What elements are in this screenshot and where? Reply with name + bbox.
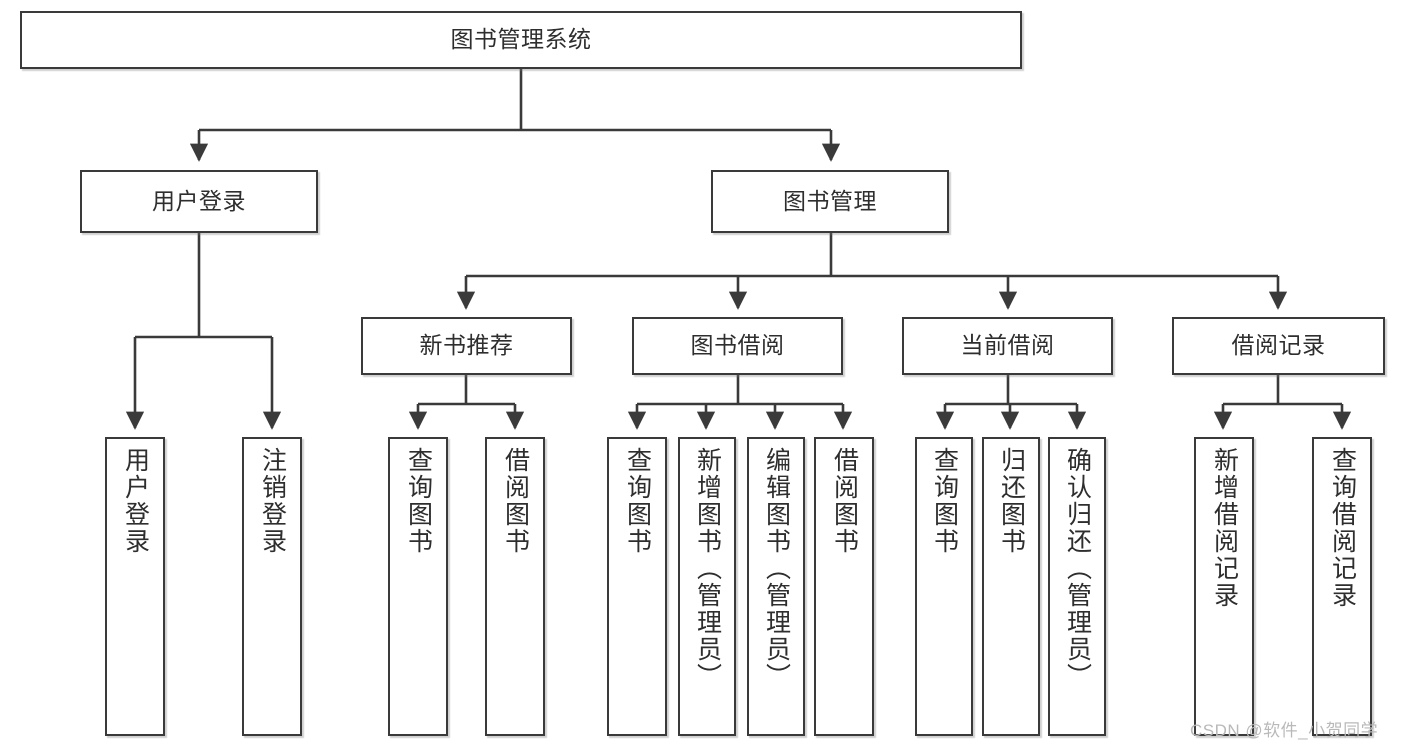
node-label: 图书管理 — [783, 187, 877, 214]
node-current-borrow[interactable]: 当前借阅 — [902, 317, 1113, 375]
node-borrow-record[interactable]: 借阅记录 — [1172, 317, 1385, 375]
node-label: 借阅图书 — [501, 447, 530, 555]
node-label: 查询借阅记录 — [1328, 447, 1357, 609]
node-label: 新增借阅记录 — [1210, 447, 1239, 609]
node-label: 新书推荐 — [419, 332, 514, 359]
node-label: 新增图书（管理员） — [693, 447, 722, 690]
node-book-borrow[interactable]: 图书借阅 — [632, 317, 843, 375]
leaf-confirm-return-admin[interactable]: 确认归还（管理员） — [1048, 437, 1106, 736]
leaf-borrow-book-recommend[interactable]: 借阅图书 — [485, 437, 545, 736]
leaf-add-borrow-record[interactable]: 新增借阅记录 — [1194, 437, 1254, 736]
node-label: 查询图书 — [623, 447, 652, 555]
csdn-watermark: CSDN @软件_小贺同学 — [1190, 721, 1379, 740]
node-label: 编辑图书（管理员） — [762, 447, 791, 690]
leaf-add-book-admin[interactable]: 新增图书（管理员） — [678, 437, 736, 736]
node-label: 用户登录 — [121, 447, 150, 555]
node-label: 当前借阅 — [960, 332, 1055, 359]
node-root-system[interactable]: 图书管理系统 — [20, 11, 1022, 69]
leaf-user-logout[interactable]: 注销登录 — [242, 437, 302, 736]
leaf-query-book-current[interactable]: 查询图书 — [915, 437, 973, 736]
leaf-return-book[interactable]: 归还图书 — [982, 437, 1040, 736]
leaf-query-book-recommend[interactable]: 查询图书 — [388, 437, 448, 736]
leaf-query-book-borrow[interactable]: 查询图书 — [607, 437, 667, 736]
leaf-edit-book-admin[interactable]: 编辑图书（管理员） — [747, 437, 805, 736]
node-label: 借阅图书 — [830, 447, 859, 555]
leaf-borrow-book[interactable]: 借阅图书 — [814, 437, 874, 736]
node-label: 图书管理系统 — [450, 26, 592, 53]
node-label: 注销登录 — [258, 447, 287, 555]
node-label: 借阅记录 — [1231, 332, 1326, 359]
node-label: 图书借阅 — [690, 332, 785, 359]
node-label: 查询图书 — [404, 447, 433, 555]
node-book-manage[interactable]: 图书管理 — [711, 170, 949, 233]
leaf-user-login[interactable]: 用户登录 — [105, 437, 165, 736]
node-new-book-recommend[interactable]: 新书推荐 — [361, 317, 572, 375]
node-label: 用户登录 — [152, 187, 246, 214]
leaf-query-borrow-record[interactable]: 查询借阅记录 — [1312, 437, 1372, 736]
node-label: 归还图书 — [997, 447, 1026, 555]
node-label: 确认归还（管理员） — [1063, 447, 1092, 690]
node-user-login[interactable]: 用户登录 — [80, 170, 318, 233]
node-label: 查询图书 — [930, 447, 959, 555]
